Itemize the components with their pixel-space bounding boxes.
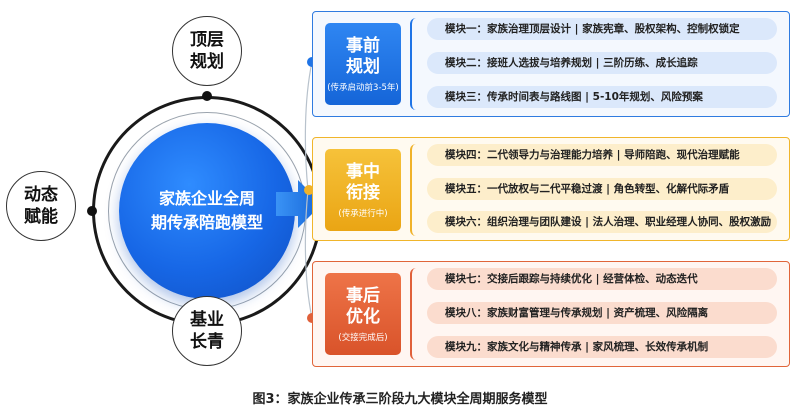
module-4: 模块四：二代领导力与治理能力培养 | 导师陪跑、现代治理赋能: [427, 144, 777, 166]
phase-subtitle: (传承进行中): [338, 208, 388, 219]
phase-badge-planning: 事前 规划 (传承启动前3-5年): [325, 23, 401, 105]
phase-panel-optimization: 事后 优化 (交接完成后) 模块七：交接后跟踪与持续优化 | 经营体检、动态迭代…: [312, 261, 790, 367]
phase-title-line1: 事中: [346, 161, 380, 182]
phase-title-line1: 事前: [346, 35, 380, 56]
phase-title-line2: 优化: [346, 306, 380, 327]
module-7: 模块七：交接后跟踪与持续优化 | 经营体检、动态迭代: [427, 268, 777, 290]
cycle-core: 家族企业全周 期传承陪跑模型: [119, 123, 295, 299]
node-bottom-evergreen: 基业 长青: [172, 296, 242, 366]
node-bottom-line2: 长青: [190, 332, 224, 352]
flow-arrow-icon: [276, 180, 322, 228]
node-top-line1: 顶层: [190, 30, 224, 50]
module-6: 模块六：组织治理与团队建设 | 法人治理、职业经理人协同、股权激励: [427, 211, 777, 233]
phase-panel-planning: 事前 规划 (传承启动前3-5年) 模块一：家族治理顶层设计 | 家族宪章、股权…: [312, 11, 790, 117]
core-label-line1: 家族企业全周: [158, 189, 255, 208]
node-bottom-line1: 基业: [190, 310, 224, 330]
cycle-dot-left: [87, 206, 97, 216]
node-left-empower: 动态 赋能: [6, 171, 76, 241]
phase-title-line2: 衔接: [346, 182, 380, 203]
node-left-line1: 动态: [24, 185, 58, 205]
module-8: 模块八：家族财富管理与传承规划 | 资产梳理、风险隔离: [427, 302, 777, 324]
core-label-line2: 期传承陪跑模型: [150, 213, 263, 232]
cycle-dot-top: [202, 91, 212, 101]
module-9: 模块九：家族文化与精神传承 | 家风梳理、长效传承机制: [427, 336, 777, 358]
node-top-line2: 规划: [190, 52, 224, 72]
phase-title-line2: 规划: [346, 56, 380, 77]
phase-bracket: [410, 144, 420, 236]
module-1: 模块一：家族治理顶层设计 | 家族宪章、股权架构、控制权锁定: [427, 18, 777, 40]
module-5: 模块五：一代放权与二代平稳过渡 | 角色转型、化解代际矛盾: [427, 178, 777, 200]
phase-bracket: [410, 268, 420, 360]
node-left-line2: 赋能: [24, 207, 58, 227]
module-3: 模块三：传承时间表与路线图 | 5-10年规划、风险预案: [427, 86, 777, 108]
phase-panel-transition: 事中 衔接 (传承进行中) 模块四：二代领导力与治理能力培养 | 导师陪跑、现代…: [312, 137, 790, 241]
phase-badge-transition: 事中 衔接 (传承进行中): [325, 149, 401, 231]
node-top-planning: 顶层 规划: [172, 16, 242, 86]
module-2: 模块二：接班人选拔与培养规划 | 三阶历练、成长追踪: [427, 52, 777, 74]
figure-caption: 图3：家族企业传承三阶段九大模块全周期服务模型: [252, 392, 548, 407]
phase-subtitle: (传承启动前3-5年): [327, 82, 399, 93]
phase-title-line1: 事后: [346, 285, 380, 306]
phase-bracket: [410, 18, 420, 110]
phase-subtitle: (交接完成后): [338, 332, 388, 343]
phase-badge-optimization: 事后 优化 (交接完成后): [325, 273, 401, 355]
